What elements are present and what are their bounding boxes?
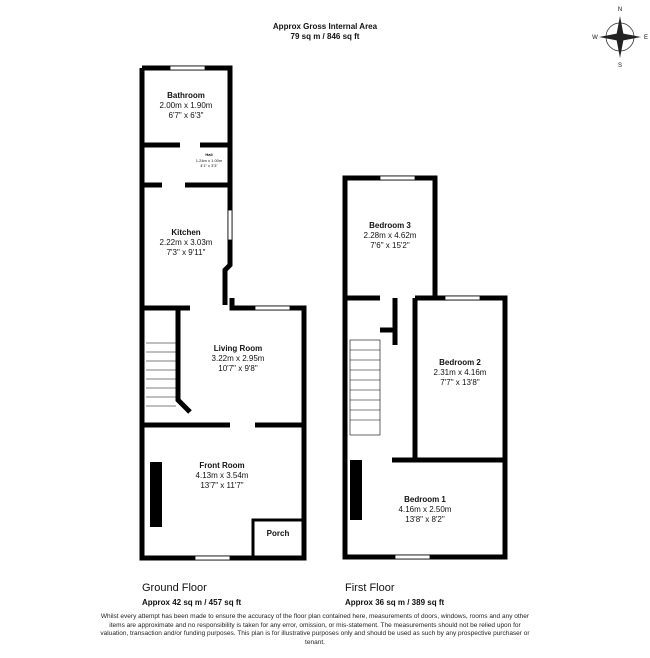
porch: [251, 518, 305, 560]
first-room-labels: Bedroom 3 2.28m x 4.62m 7'6" x 15'2" Bed…: [364, 221, 487, 524]
ground-floor-walls: [139, 65, 307, 561]
room-dims: 2.31m x 4.16m: [434, 368, 487, 377]
room-dims: 10'7" x 9'8": [218, 364, 258, 373]
ground-floor-label: Ground Floor: [142, 582, 207, 594]
room-dims: 7'6" x 15'2": [370, 241, 410, 250]
compass-w: W: [592, 35, 598, 41]
room-dims: 6'7" x 6'3": [169, 111, 204, 120]
ground-room-labels: Bathroom 2.00m x 1.90m 6'7" x 6'3" Hall …: [160, 91, 290, 538]
room-dims: 2.28m x 4.62m: [364, 231, 417, 240]
room-dims: 3.22m x 2.95m: [212, 354, 265, 363]
room-name-kitchen: Kitchen: [171, 228, 200, 237]
first-floor-walls: [342, 175, 508, 560]
gross-area-header: Approx Gross Internal Area 79 sq m / 846…: [0, 22, 650, 42]
room-dims: 2.00m x 1.90m: [160, 101, 213, 110]
ground-stairs: [146, 342, 176, 407]
room-dims: 13'8" x 8'2": [405, 515, 445, 524]
first-floor-area: Approx 36 sq m / 389 sq ft: [345, 598, 445, 607]
room-name-front-room: Front Room: [199, 461, 244, 470]
compass-icon: N S W E: [592, 7, 648, 69]
room-name-bathroom: Bathroom: [167, 91, 205, 100]
room-name-living-room: Living Room: [214, 344, 262, 353]
room-dims: 4.13m x 3.54m: [196, 471, 249, 480]
room-dims: 7'7" x 13'8": [440, 378, 480, 387]
room-name-hall: Hall: [205, 152, 212, 157]
chimney-breast: [150, 462, 162, 527]
header-area: 79 sq m / 846 sq ft: [290, 32, 360, 41]
room-dims: 1.24m x 1.00m: [196, 158, 223, 163]
header-title: Approx Gross Internal Area: [272, 22, 378, 31]
disclaimer: Whilst every attempt has been made to en…: [100, 613, 530, 646]
windows: [169, 65, 291, 561]
room-name-bedroom-1: Bedroom 1: [404, 495, 446, 504]
room-dims: 4.16m x 2.50m: [399, 505, 452, 514]
room-name-porch: Porch: [267, 529, 290, 538]
plan-drawing: N S W E Bathroom 2.00m x 1.90m 6'7" x 6'…: [139, 7, 648, 561]
ground-floor-area: Approx 42 sq m / 457 sq ft: [142, 598, 242, 607]
room-dims: 13'7" x 11'7": [200, 481, 243, 490]
compass-n: N: [618, 7, 622, 13]
compass-e: E: [644, 35, 648, 41]
room-dims: 7'3" x 9'11": [167, 248, 206, 257]
first-windows: [379, 175, 481, 560]
compass-s: S: [618, 63, 622, 69]
first-stairs: [349, 339, 381, 436]
chimney-breast-first: [350, 460, 362, 520]
first-floor-label: First Floor: [345, 582, 395, 594]
room-name-bedroom-2: Bedroom 2: [439, 358, 481, 367]
room-dims: 4'1" x 3'3": [200, 163, 218, 168]
room-name-bedroom-3: Bedroom 3: [369, 221, 411, 230]
room-dims: 2.22m x 3.03m: [160, 238, 213, 247]
